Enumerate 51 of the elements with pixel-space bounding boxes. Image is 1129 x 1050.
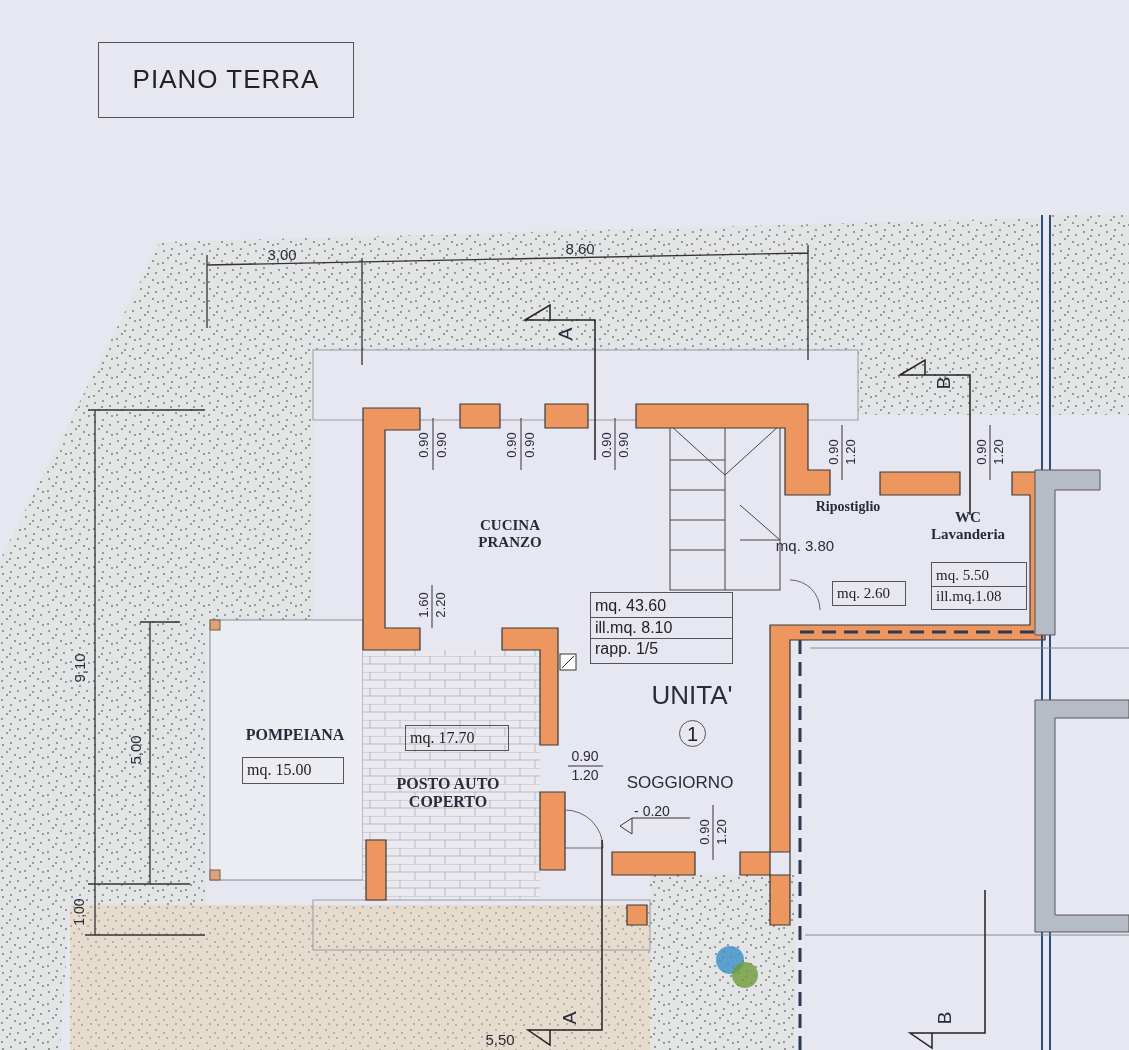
area-text: ill.mq.1.08 bbox=[935, 586, 1003, 606]
opening-dimension-label: 0.90 bbox=[434, 432, 450, 458]
opening-dimension-label: 0.90 bbox=[416, 432, 432, 458]
section-label: B bbox=[934, 1011, 956, 1025]
room-label: POSTO AUTO COPERTO bbox=[395, 775, 501, 811]
room-label: CUCINA PRANZO bbox=[477, 516, 543, 550]
opening-dimension-label: 1.20 bbox=[571, 768, 599, 784]
area-text: mq. 5.50 bbox=[932, 566, 1026, 587]
opening-dimension-label: 0.90 bbox=[504, 432, 520, 458]
area-text: ill.mq. 8.10 bbox=[591, 617, 732, 640]
area-text: mq. 15.00 bbox=[246, 760, 313, 781]
opening-dimension-label: 1.20 bbox=[843, 439, 859, 465]
dimension-label: 3,00 bbox=[267, 246, 297, 264]
opening-dimension-label: 0.90 bbox=[522, 432, 538, 458]
room-label: WC Lavanderia bbox=[929, 508, 1007, 542]
title-box bbox=[98, 42, 354, 118]
room-label: Ripostiglio bbox=[815, 499, 881, 515]
opening-dimension-label: 0.90 bbox=[571, 749, 599, 765]
dimension-label: 9,10 bbox=[71, 653, 89, 683]
opening-dimension-label: 1.60 bbox=[416, 592, 432, 618]
area-table bbox=[931, 562, 1027, 610]
dimension-label: 8,60 bbox=[565, 240, 595, 258]
area-box bbox=[832, 581, 906, 606]
level-label: - 0.20 bbox=[634, 804, 670, 820]
area-text: mq. 17.70 bbox=[409, 727, 476, 749]
area-table bbox=[590, 592, 733, 664]
unit-label: UNITA' bbox=[651, 680, 733, 710]
opening-dimension-label: 2.20 bbox=[433, 592, 449, 618]
title: PIANO TERRA bbox=[131, 63, 321, 97]
opening-dimension-label: 0.90 bbox=[974, 439, 990, 465]
dimension-label: 1,00 bbox=[72, 898, 88, 926]
area-text: mq. 2.60 bbox=[836, 583, 891, 603]
section-label: A bbox=[559, 1011, 581, 1025]
opening-dimension-label: 0.90 bbox=[826, 439, 842, 465]
area-box bbox=[405, 725, 509, 751]
opening-dimension-label: 0.90 bbox=[616, 432, 632, 458]
section-label: A bbox=[555, 327, 577, 341]
unit-number: 1 bbox=[685, 721, 700, 747]
opening-dimension-label: 1.20 bbox=[714, 819, 730, 845]
opening-dimension-label: 1.20 bbox=[991, 439, 1007, 465]
area-text: mq. 43.60 bbox=[591, 595, 732, 618]
area-label: mq. 3.80 bbox=[775, 537, 835, 555]
opening-dimension-label: 0.90 bbox=[697, 819, 713, 845]
area-box bbox=[242, 757, 344, 784]
area-text: rapp. 1/5 bbox=[594, 639, 660, 660]
room-label: SOGGIORNO bbox=[626, 773, 734, 793]
dimension-label: 5,00 bbox=[127, 735, 145, 765]
section-label: B bbox=[933, 376, 955, 390]
dimension-label: 5,50 bbox=[485, 1031, 515, 1049]
opening-dimension-label: 0.90 bbox=[599, 432, 615, 458]
room-label: POMPEIANA bbox=[245, 726, 345, 744]
